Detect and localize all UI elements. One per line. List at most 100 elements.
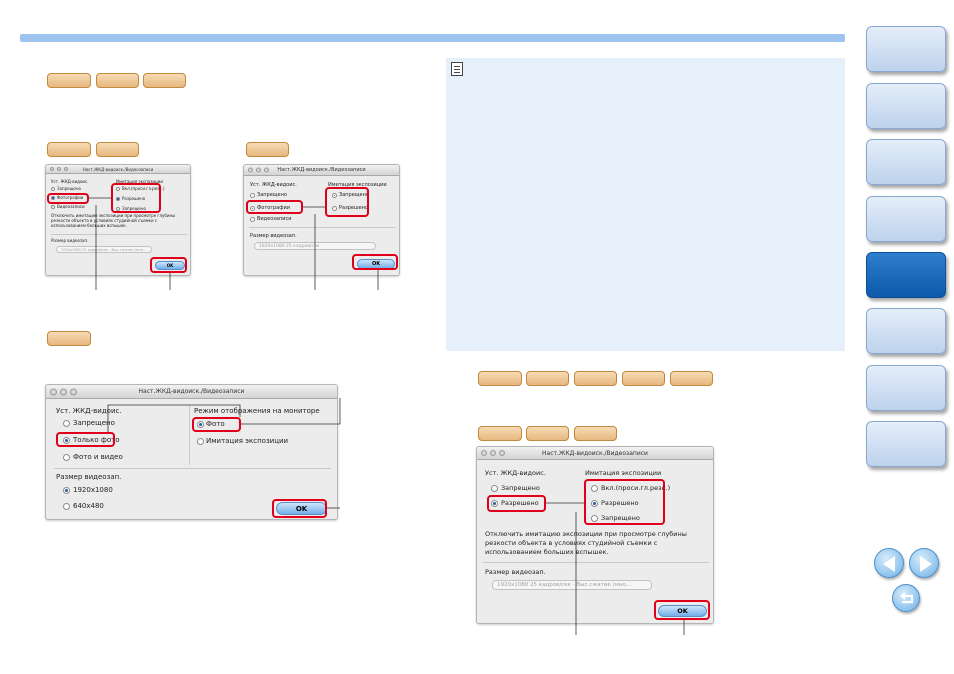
movie-radio-640[interactable]	[63, 503, 70, 510]
lcd-option-label: Фотографии	[257, 205, 290, 211]
sim-label: Имитация экспозиции	[585, 469, 662, 477]
dialog-titlebar: Наст.ЖКД-видоиск./Видеозаписи	[477, 447, 713, 460]
camera-chip	[574, 426, 617, 441]
arrow-left-icon[interactable]	[874, 548, 904, 578]
monitor-option-label: Имитация экспозиции	[206, 437, 289, 445]
camera-chip	[143, 73, 186, 88]
movie-size-label: Размер видеозап.	[56, 473, 122, 481]
lcd-option-label: Запрещено	[501, 484, 540, 492]
sim-option-label: Запрещено	[339, 192, 369, 198]
lcd-radio-movies[interactable]	[51, 205, 55, 209]
highlight-box	[47, 193, 89, 204]
highlight-box	[654, 600, 710, 620]
lcd-radio-photo-video[interactable]	[63, 454, 70, 461]
side-tab-1[interactable]	[866, 26, 946, 72]
monitor-radio-photo[interactable]	[197, 421, 204, 428]
sim-option-label: Разрешено	[601, 499, 639, 507]
side-tab-3[interactable]	[866, 139, 946, 185]
camera-chip	[478, 426, 522, 441]
lcd-radio-off[interactable]	[491, 485, 498, 492]
sim-label: Имитация экспозиции	[328, 182, 387, 188]
lcd-label: Уст. ЖКД-видоис.	[250, 182, 297, 188]
lcd-option-label: Запрещено	[57, 186, 81, 191]
camera-chip	[96, 142, 139, 157]
lcd-radio-off[interactable]	[63, 420, 70, 427]
highlight-box	[111, 183, 161, 213]
arrow-right-icon[interactable]	[909, 548, 939, 578]
camera-chip	[246, 142, 289, 157]
camera-chip	[47, 331, 91, 346]
camera-chip	[96, 73, 139, 88]
movie-size-label: Размер видеозап.	[485, 568, 546, 576]
lcd-radio-off[interactable]	[51, 187, 55, 191]
lcd-radio-off[interactable]	[250, 193, 255, 198]
side-tab-2[interactable]	[866, 83, 946, 129]
return-icon[interactable]	[892, 584, 920, 612]
side-tab-5-active[interactable]	[866, 252, 946, 298]
monitor-option-label: Фото	[206, 420, 225, 428]
side-tab-6[interactable]	[866, 308, 946, 354]
camera-chip	[526, 426, 569, 441]
dialog-title: Наст.ЖКД-видоиск./Видеозаписи	[277, 167, 366, 173]
lcd-option-label: Запрещено	[73, 419, 115, 427]
camera-chip	[478, 371, 522, 386]
lcd-option-label: Фото и видео	[73, 453, 123, 461]
lcd-option-label: Запрещено	[257, 192, 287, 198]
sim-radio-dof[interactable]	[591, 485, 598, 492]
movie-radio-1920[interactable]	[63, 487, 70, 494]
lcd-radio-movies[interactable]	[250, 217, 255, 222]
highlight-box	[487, 495, 546, 512]
highlight-box	[584, 479, 665, 525]
sim-radio-dof[interactable]	[116, 187, 120, 191]
movie-size-label: Размер видеозап.	[250, 233, 297, 239]
sim-note: Отключить имитацию экспозиции при просмо…	[51, 213, 176, 228]
movie-option-label: 1920x1080	[73, 486, 113, 494]
monitor-radio-simulation[interactable]	[197, 438, 204, 445]
side-tab-8[interactable]	[866, 421, 946, 467]
sim-radio-disabled[interactable]	[332, 193, 337, 198]
lcd-settings-dialog-d: Наст.ЖКД-видоиск./Видеозаписи Уст. ЖКД-в…	[476, 446, 714, 624]
highlight-box	[192, 417, 241, 432]
sim-radio-enabled[interactable]	[591, 500, 598, 507]
movie-size-label: Размер видеозап.	[51, 238, 89, 243]
sim-option-label: Разрешено	[339, 205, 368, 211]
sim-option-label: Разрешено	[122, 196, 146, 201]
lcd-radio-enabled[interactable]	[491, 500, 498, 507]
sim-option-label: Вкл.(проси.гл.резк.)	[122, 186, 165, 191]
highlight-box	[150, 257, 187, 273]
dialog-titlebar: Наст.ЖКД-видоиск./Видеозаписи	[46, 165, 190, 174]
camera-chip	[670, 371, 713, 386]
sim-radio-enabled[interactable]	[116, 197, 120, 201]
lcd-option-label: Видеозаписи	[57, 204, 85, 209]
lcd-label: Уст. ЖКД-видоис.	[485, 469, 546, 477]
lcd-radio-photos[interactable]	[51, 196, 55, 200]
highlight-box	[352, 254, 398, 270]
lcd-option-label: Видеозаписи	[257, 216, 292, 222]
note-panel	[446, 58, 845, 351]
lcd-radio-photo-only[interactable]	[63, 437, 70, 444]
side-tab-7[interactable]	[866, 365, 946, 411]
sim-note: Отключить имитацию экспозиции при просмо…	[485, 530, 687, 556]
sim-option-label: Запрещено	[601, 514, 640, 522]
sim-radio-enabled[interactable]	[332, 206, 337, 211]
dialog-title: Наст.ЖКД-видоиск./Видеозаписи	[82, 167, 154, 172]
lcd-option-label: Разрешено	[501, 499, 539, 507]
camera-chip	[574, 371, 617, 386]
camera-chip	[526, 371, 569, 386]
lcd-radio-photos[interactable]	[250, 206, 255, 211]
movie-size-select[interactable]: 1920x1080 25 кадров/сек - Выс.сжатие (мн…	[492, 580, 652, 590]
sim-option-label: Запрещено	[122, 206, 146, 211]
camera-chip	[622, 371, 665, 386]
sim-label: Имитация экспозиции	[116, 179, 163, 184]
sim-radio-disabled[interactable]	[116, 207, 120, 211]
highlight-box	[246, 200, 303, 214]
sim-radio-disabled[interactable]	[591, 515, 598, 522]
ok-button[interactable]: OK	[155, 261, 185, 270]
ok-button[interactable]: OK	[658, 605, 707, 617]
side-tab-4[interactable]	[866, 196, 946, 242]
lcd-option-label: Только фото	[73, 436, 120, 444]
sim-option-label: Вкл.(проси.гл.резк.)	[601, 484, 671, 492]
lcd-label: Уст. ЖКД-видоис.	[51, 179, 89, 184]
movie-size-select[interactable]: 1920x1080 25 кадров/сек - Выс.сжатие (мн…	[56, 246, 152, 253]
lcd-settings-dialog-c: Наст.ЖКД-видоиск./Видеозаписи Уст. ЖКД-в…	[45, 384, 338, 520]
